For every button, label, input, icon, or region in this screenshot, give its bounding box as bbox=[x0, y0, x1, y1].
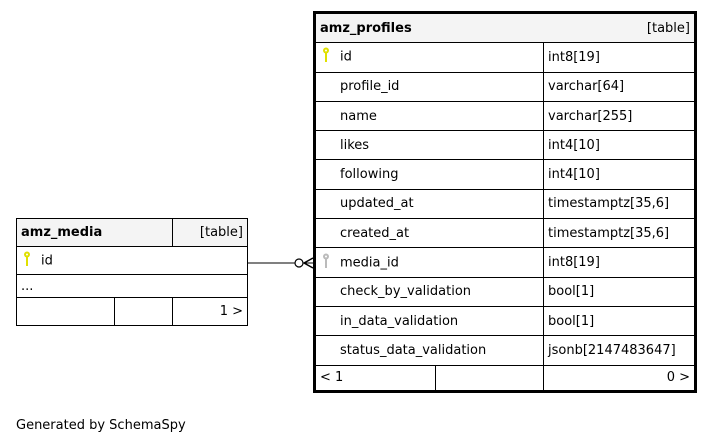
column-name: name bbox=[340, 108, 377, 124]
column-type: int4[10] bbox=[544, 160, 694, 190]
column-name: check_by_validation bbox=[340, 284, 472, 300]
column-row: in_data_validation bool[1] bbox=[316, 306, 694, 337]
column-row: id int8[19] bbox=[316, 43, 694, 73]
more-columns: ... bbox=[16, 274, 248, 298]
column-row: check_by_validation bool[1] bbox=[316, 277, 694, 307]
table-type: [table] bbox=[172, 218, 248, 247]
children-count: 0 > bbox=[666, 370, 690, 386]
children-count: 1 > bbox=[172, 297, 248, 326]
table-type: [table] bbox=[544, 14, 694, 44]
column-type: timestamptz[35,6] bbox=[544, 190, 694, 220]
column-row: media_id int8[19] bbox=[316, 248, 694, 278]
column-type: int8[19] bbox=[544, 248, 694, 278]
column-name: in_data_validation bbox=[340, 313, 459, 329]
column-row: profile_id varchar[64] bbox=[316, 72, 694, 102]
parents-count: < 1 bbox=[316, 365, 436, 390]
foreign-key-icon bbox=[322, 253, 332, 273]
table-name: amz_media bbox=[21, 225, 103, 240]
column-name: created_at bbox=[340, 225, 410, 241]
column-row: name varchar[255] bbox=[316, 101, 694, 132]
column-name: updated_at bbox=[340, 196, 414, 212]
generated-by-label: Generated by SchemaSpy bbox=[16, 418, 186, 433]
primary-key-icon bbox=[23, 251, 33, 271]
column-row: updated_at timestamptz[35,6] bbox=[316, 189, 694, 220]
column-type: varchar[64] bbox=[544, 73, 694, 102]
column-row: status_data_validation jsonb[2147483647] bbox=[316, 336, 694, 366]
column-name: id bbox=[340, 49, 352, 65]
column-name: likes bbox=[340, 137, 370, 153]
column-name: status_data_validation bbox=[340, 342, 487, 358]
column-type: varchar[255] bbox=[544, 102, 694, 132]
column-name: profile_id bbox=[340, 79, 400, 95]
primary-key-icon bbox=[322, 47, 332, 67]
column-type: int8[19] bbox=[544, 43, 694, 73]
column-type: bool[1] bbox=[544, 278, 694, 307]
column-row: likes int4[10] bbox=[316, 131, 694, 161]
column-name: following bbox=[340, 167, 399, 183]
table-name: amz_profiles bbox=[320, 20, 412, 36]
column-type: int4[10] bbox=[544, 131, 694, 161]
column-row: following int4[10] bbox=[316, 160, 694, 190]
column-type: jsonb[2147483647] bbox=[544, 336, 694, 366]
column-row: created_at timestamptz[35,6] bbox=[316, 219, 694, 249]
column-name: id bbox=[41, 253, 53, 268]
table-amz-media[interactable]: amz_media [table] id ... 1 > bbox=[16, 218, 248, 326]
column-type: timestamptz[35,6] bbox=[544, 219, 694, 249]
column-type: bool[1] bbox=[544, 307, 694, 337]
column-name: media_id bbox=[340, 255, 399, 271]
